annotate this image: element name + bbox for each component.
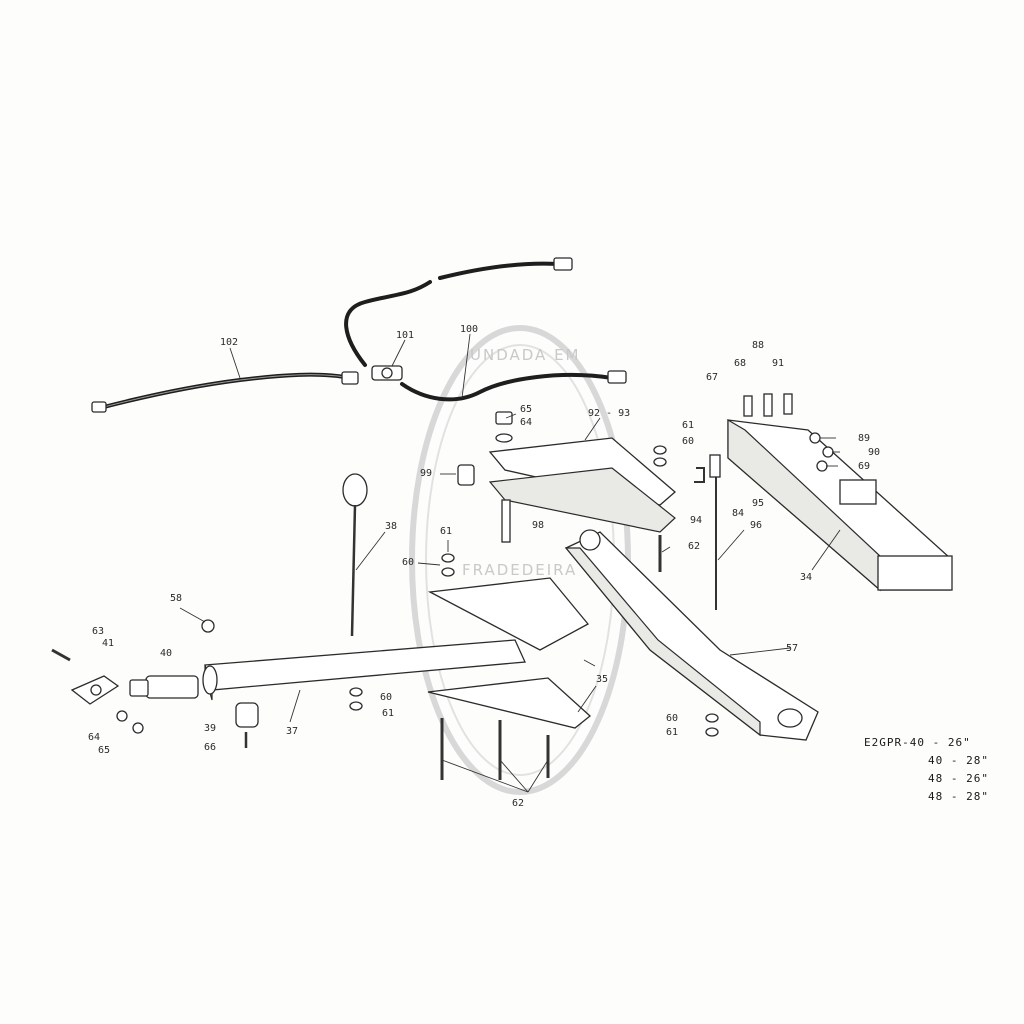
callout-65b: 65 <box>98 745 110 756</box>
callout-60b: 60 <box>682 436 694 447</box>
plate-35-lower <box>427 677 592 729</box>
nut-65-64 <box>495 411 513 443</box>
nut-64-65 <box>116 710 144 734</box>
callout-68: 68 <box>734 358 746 369</box>
rod-96 <box>709 454 721 610</box>
callout-62b: 62 <box>512 798 524 809</box>
callout-60a: 60 <box>402 557 414 568</box>
callout-92-93: 92 - 93 <box>588 408 630 419</box>
callout-labels: 102 101 100 65 64 92 - 93 99 98 38 61 60… <box>88 324 880 809</box>
leader-lines <box>179 333 841 793</box>
bolt-63 <box>51 648 71 662</box>
callout-88: 88 <box>752 340 764 351</box>
callout-102: 102 <box>220 337 238 348</box>
callout-84: 84 <box>732 508 744 519</box>
callout-61c: 61 <box>382 708 394 719</box>
callout-61d: 61 <box>666 727 678 738</box>
callout-61a: 61 <box>440 526 452 537</box>
watermark-text-top: UNDADA EM <box>470 346 580 364</box>
callout-40: 40 <box>160 648 172 659</box>
callout-99: 99 <box>420 468 432 479</box>
callout-65a: 65 <box>520 404 532 415</box>
clip-94 <box>694 467 705 483</box>
callout-89: 89 <box>858 433 870 444</box>
callout-39: 39 <box>204 723 216 734</box>
frame-beam-57 <box>564 529 819 741</box>
callout-60c: 60 <box>380 692 392 703</box>
callout-101: 101 <box>396 330 414 341</box>
callout-64b: 64 <box>88 732 100 743</box>
hose-102 <box>91 371 359 413</box>
callout-60d: 60 <box>666 713 678 724</box>
bracket-plate-92-93 <box>488 437 676 533</box>
callout-91: 91 <box>772 358 784 369</box>
pin-38 <box>342 473 368 637</box>
callout-41: 41 <box>102 638 114 649</box>
model-line-2: 40 - 28" <box>928 754 989 767</box>
callout-34: 34 <box>800 572 812 583</box>
bushing-39 <box>235 702 259 728</box>
hose-100-upper <box>344 257 573 367</box>
model-designation-table: E2GPR-40 - 26" 40 - 28" 48 - 26" 48 - 28… <box>864 736 989 803</box>
hose-100-lower <box>400 370 627 402</box>
callout-95: 95 <box>752 498 764 509</box>
clevis-41 <box>70 675 120 705</box>
watermark-text-bottom: FRADEDEIRA <box>462 561 577 579</box>
drawbar-tube-37 <box>202 639 526 701</box>
callout-58: 58 <box>170 593 182 604</box>
spacer-98 <box>501 499 511 543</box>
callout-69: 69 <box>858 461 870 472</box>
callout-64a: 64 <box>520 417 532 428</box>
callout-37: 37 <box>286 726 298 737</box>
bolts-68-88-91 <box>743 393 793 417</box>
callout-90: 90 <box>868 447 880 458</box>
callout-61b: 61 <box>682 420 694 431</box>
callout-62a: 62 <box>688 541 700 552</box>
callout-67: 67 <box>706 372 718 383</box>
callout-98: 98 <box>532 520 544 531</box>
plate-35-upper <box>427 577 590 651</box>
callout-94: 94 <box>690 515 702 526</box>
callout-63: 63 <box>92 626 104 637</box>
callout-96: 96 <box>750 520 762 531</box>
bolts-62-lower <box>440 718 550 780</box>
callout-57: 57 <box>786 643 798 654</box>
frame-beam-34 <box>727 418 953 592</box>
model-line-4: 48 - 28" <box>928 790 989 803</box>
model-line-3: 48 - 26" <box>928 772 989 785</box>
hose-tee-fitting-101 <box>371 365 403 381</box>
callout-100: 100 <box>460 324 478 335</box>
washers-60-61 <box>349 445 719 737</box>
callout-35: 35 <box>596 674 608 685</box>
callout-66: 66 <box>204 742 216 753</box>
nut-58 <box>201 619 215 633</box>
model-line-1: E2GPR-40 - 26" <box>864 736 971 749</box>
bushing-99 <box>457 464 475 486</box>
callout-38: 38 <box>385 521 397 532</box>
shaft-40 <box>129 675 199 699</box>
